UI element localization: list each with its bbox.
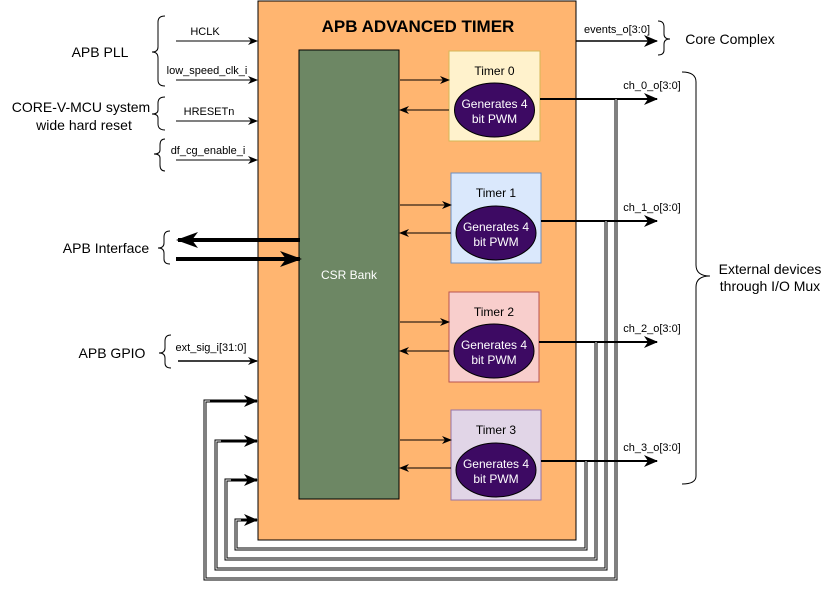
csr-bank-label: CSR Bank	[321, 268, 378, 282]
timer-2-pwm-line2: bit PWM	[471, 353, 516, 367]
channel-3-output: ch_3_o[3:0]	[234, 442, 681, 551]
timer-1-pwm-line1: Generates 4	[463, 220, 529, 234]
timer-3-pwm-generator	[455, 442, 537, 498]
group-label-hard-reset-line2: wide hard reset	[35, 117, 132, 133]
timer-0-pwm-line1: Generates 4	[461, 97, 527, 111]
timer-2-pwm-line1: Generates 4	[461, 338, 527, 352]
signal-df-cg-enable-label: df_cg_enable_i	[171, 145, 246, 157]
channel-0-output: ch_0_o[3:0]	[203, 80, 681, 581]
channel-2-output: ch_2_o[3:0]	[224, 323, 681, 561]
brace-apb-pll	[151, 15, 166, 87]
output-events: events_o[3:0] Core Complex	[576, 20, 775, 56]
group-label-hard-reset-line1: CORE-V-MCU system	[12, 99, 150, 115]
timer-1-name: Timer 1	[476, 186, 517, 200]
channel-1-output-label: ch_1_o[3:0]	[623, 202, 681, 214]
timer-0-name: Timer 0	[474, 64, 515, 78]
timer-1-pwm-generator	[455, 205, 537, 261]
input-group-apb-interface: APB Interface	[63, 230, 302, 267]
brace-df-cg	[153, 138, 166, 172]
csr-bank	[298, 49, 400, 500]
group-label-apb-interface: APB Interface	[63, 240, 150, 256]
brace-hard-reset	[151, 96, 166, 131]
input-group-df-cg: df_cg_enable_i	[153, 138, 258, 172]
timer-0-pwm-generator	[454, 82, 535, 138]
timer-2-name: Timer 2	[474, 305, 515, 319]
brace-core-complex	[657, 20, 671, 56]
signal-hresetn-label: HRESETn	[184, 106, 235, 118]
timer-3-pwm-line2: bit PWM	[473, 472, 518, 486]
brace-apb-interface	[157, 230, 171, 265]
core-complex-label: Core Complex	[685, 31, 774, 47]
external-devices-label-line1: External devices	[719, 261, 822, 277]
channel-0-output-label: ch_0_o[3:0]	[623, 80, 681, 92]
brace-apb-gpio	[158, 334, 172, 369]
signal-ext-sig-label: ext_sig_i[31:0]	[176, 342, 247, 354]
timer-1-pwm-line2: bit PWM	[473, 235, 518, 249]
timer-3-name: Timer 3	[476, 423, 517, 437]
signal-hclk-label: HCLK	[190, 26, 220, 38]
external-devices-label-line2: through I/O Mux	[720, 278, 820, 294]
timer-2-pwm-generator	[453, 323, 535, 379]
channel-3-output-label: ch_3_o[3:0]	[623, 442, 681, 454]
group-label-apb-gpio: APB GPIO	[79, 345, 146, 361]
input-group-apb-pll: APB PLL HCLK low_speed_clk_i	[72, 15, 258, 87]
timer-0-pwm-line2: bit PWM	[472, 112, 517, 126]
channel-2-output-label: ch_2_o[3:0]	[623, 323, 681, 335]
input-group-apb-gpio: APB GPIO ext_sig_i[31:0]	[79, 334, 258, 369]
channel-1-output: ch_1_o[3:0]	[214, 202, 681, 571]
brace-external-devices	[681, 71, 711, 485]
events-output-label: events_o[3:0]	[584, 24, 650, 36]
input-group-hard-reset: CORE-V-MCU system wide hard reset HRESET…	[12, 96, 258, 133]
block-title: APB ADVANCED TIMER	[322, 17, 515, 36]
signal-low-speed-clk-label: low_speed_clk_i	[167, 65, 248, 77]
timer-3-pwm-line1: Generates 4	[463, 457, 529, 471]
group-label-apb-pll: APB PLL	[72, 44, 129, 60]
